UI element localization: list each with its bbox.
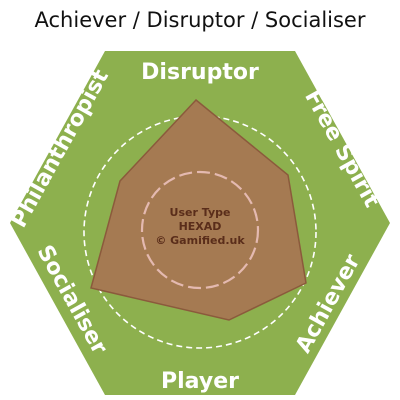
center-line-2: HEXAD <box>179 220 222 233</box>
guide-circle <box>83 115 317 349</box>
inner-circle <box>140 170 260 290</box>
center-line-3: © Gamified.uk <box>155 234 245 247</box>
label-disruptor: Disruptor <box>141 60 259 85</box>
center-line-1: User Type <box>170 206 231 219</box>
page-title: Achiever / Disruptor / Socialiser <box>34 8 366 32</box>
label-player: Player <box>161 369 239 394</box>
user-profile-shape <box>90 98 307 321</box>
